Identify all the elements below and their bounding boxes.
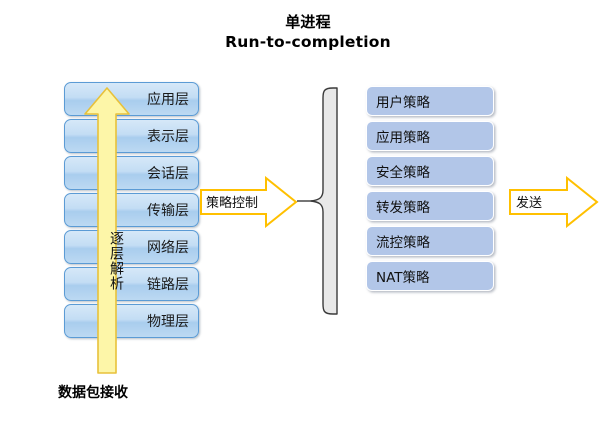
osi-layer-box[interactable]: 链路层 <box>64 267 199 301</box>
title-line-secondary: Run-to-completion <box>225 33 391 52</box>
policy-item-label: 流控策略 <box>376 235 430 251</box>
policy-item[interactable]: 流控策略 <box>366 226 494 256</box>
osi-layer-label: 链路层 <box>147 277 189 293</box>
title-line-primary: 单进程 <box>285 13 331 31</box>
send-arrow-icon <box>509 175 599 229</box>
osi-layer-label: 表示层 <box>147 129 189 145</box>
osi-layer-box[interactable]: 物理层 <box>64 304 199 338</box>
osi-layer-box[interactable]: 表示层 <box>64 119 199 153</box>
policy-item-label: NAT策略 <box>376 270 430 286</box>
upward-arrow-icon <box>83 86 131 375</box>
policy-item-label: 转发策略 <box>376 200 430 216</box>
policy-control-arrow-icon <box>200 175 298 229</box>
osi-layer-box[interactable]: 传输层 <box>64 193 199 227</box>
osi-layer-label: 应用层 <box>147 92 189 108</box>
policy-item[interactable]: 应用策略 <box>366 121 494 151</box>
uplink-arrow-label: 逐层解析 <box>108 231 124 291</box>
diagram-title: 单进程 Run-to-completion <box>0 12 616 53</box>
osi-layer-label: 物理层 <box>147 314 189 330</box>
osi-layer-box[interactable]: 应用层 <box>64 82 199 116</box>
policy-group-brace <box>297 86 357 316</box>
policy-item-label: 应用策略 <box>376 130 430 146</box>
policy-item[interactable]: 转发策略 <box>366 191 494 221</box>
policy-control-arrow-label: 策略控制 <box>206 196 259 211</box>
policy-item-label: 安全策略 <box>376 165 430 181</box>
osi-layer-label: 传输层 <box>147 203 189 219</box>
osi-layer-label: 网络层 <box>147 240 189 256</box>
packet-receive-caption: 数据包接收 <box>58 385 128 401</box>
osi-layer-label: 会话层 <box>147 166 189 182</box>
policy-item-label: 用户策略 <box>376 95 430 111</box>
osi-layer-box[interactable]: 会话层 <box>64 156 199 190</box>
policy-item[interactable]: NAT策略 <box>366 261 494 291</box>
osi-layer-stack: 应用层 表示层 会话层 传输层 网络层 链路层 物理层 <box>64 82 199 341</box>
policy-item[interactable]: 用户策略 <box>366 86 494 116</box>
send-arrow-label: 发送 <box>516 196 543 211</box>
osi-layer-box[interactable]: 网络层 <box>64 230 199 264</box>
policy-list: 用户策略 应用策略 安全策略 转发策略 流控策略 NAT策略 <box>366 86 494 296</box>
policy-item[interactable]: 安全策略 <box>366 156 494 186</box>
